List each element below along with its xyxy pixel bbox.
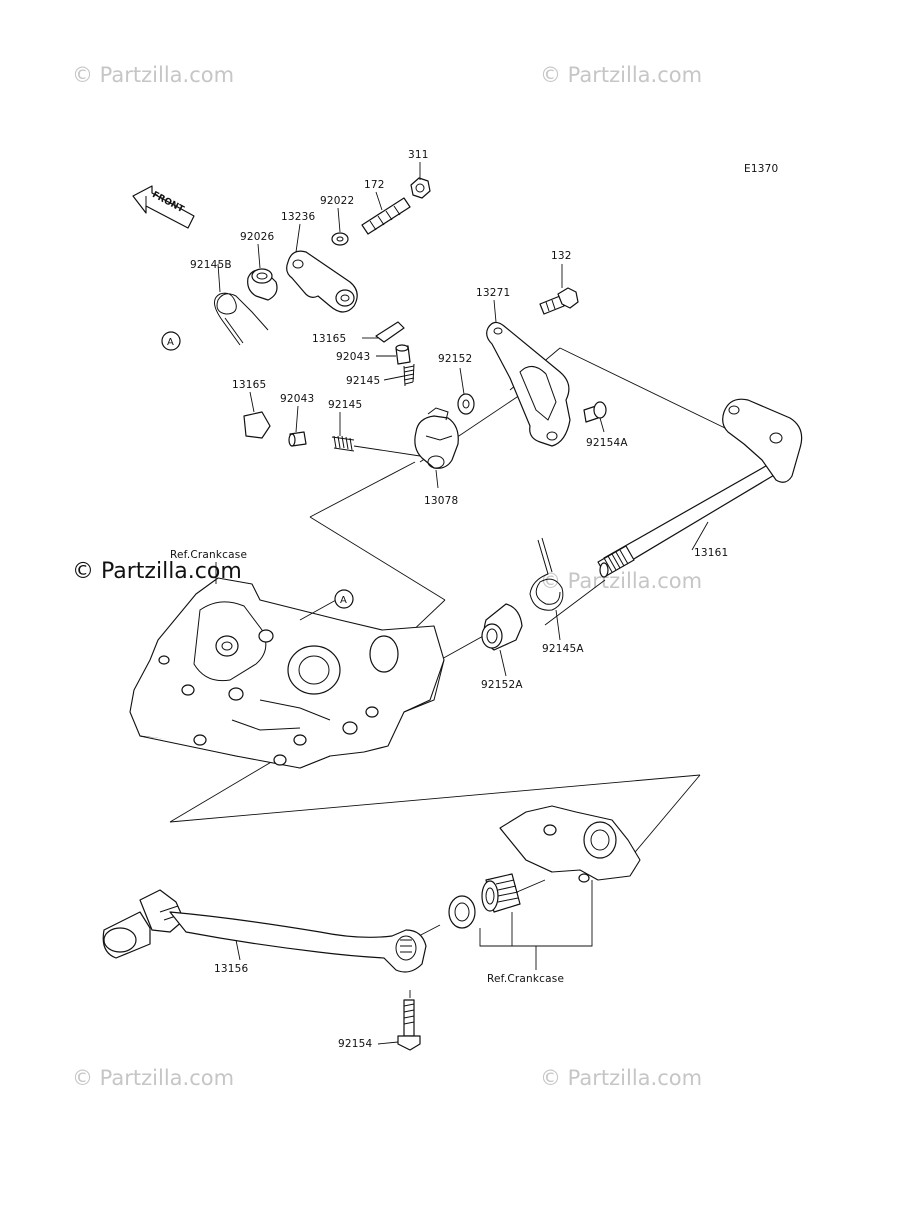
spring-92145a xyxy=(529,537,564,611)
label-13161: 13161 xyxy=(694,547,728,559)
label-leaders xyxy=(215,162,709,1045)
washer-92022 xyxy=(331,232,349,246)
part-labels: 311 172 92022 13236 92026 92145B 132 132… xyxy=(170,149,728,1050)
diagram-id: E1370 xyxy=(744,163,778,175)
label-13271: 13271 xyxy=(476,287,510,299)
front-arrow-icon: FRONT xyxy=(132,185,195,229)
bolt-132 xyxy=(539,287,579,315)
watermark-top-left: © Partzilla.com xyxy=(72,63,234,87)
label-ref-crankcase-top: Ref.Crankcase xyxy=(170,549,247,561)
label-13165-top: 13165 xyxy=(312,333,346,345)
label-13165-left: 13165 xyxy=(232,379,266,391)
callout-a-top: A xyxy=(161,331,181,351)
label-92152: 92152 xyxy=(438,353,472,365)
callout-a-case-label: A xyxy=(340,595,347,606)
label-ref-crankcase-bottom: Ref.Crankcase xyxy=(487,973,564,985)
label-92043-top: 92043 xyxy=(336,351,370,363)
pin-92043-left xyxy=(288,431,307,447)
spring-92145b xyxy=(214,292,269,346)
crankcase-main xyxy=(129,577,445,769)
collar-92026 xyxy=(247,268,278,301)
watermark-bottom-right: © Partzilla.com xyxy=(540,1066,702,1090)
label-92043-left: 92043 xyxy=(280,393,314,405)
label-172: 172 xyxy=(364,179,385,191)
stud-172 xyxy=(361,197,411,235)
oil-seal xyxy=(448,895,476,929)
pin-13165-left xyxy=(243,411,271,439)
label-311: 311 xyxy=(408,149,429,161)
watermark-top-right: © Partzilla.com xyxy=(540,63,702,87)
label-92154a: 92154A xyxy=(586,437,628,449)
ref-bracket-bottom xyxy=(479,880,593,970)
nut-311 xyxy=(410,177,431,199)
watermark-overlay: © Partzilla.com xyxy=(72,559,242,584)
watermark-bottom-left: © Partzilla.com xyxy=(72,1066,234,1090)
label-13156: 13156 xyxy=(214,963,249,975)
crankcase-partial xyxy=(499,805,641,883)
label-13236: 13236 xyxy=(281,211,316,223)
shift-pedal-13156 xyxy=(102,889,427,973)
bolt-92154 xyxy=(397,990,421,1051)
label-13078: 13078 xyxy=(424,495,458,507)
label-92022: 92022 xyxy=(320,195,354,207)
needle-bearing xyxy=(481,873,521,913)
washer-92152 xyxy=(457,393,475,415)
collar-92152a xyxy=(481,603,523,651)
pin-92043-top xyxy=(395,344,411,365)
pin-13165-top xyxy=(375,321,405,343)
label-92145-left: 92145 xyxy=(328,399,362,411)
label-92026: 92026 xyxy=(240,231,275,243)
label-92145b: 92145B xyxy=(190,259,232,271)
label-132: 132 xyxy=(551,250,572,262)
callout-a-case: A xyxy=(299,589,354,621)
label-92152a: 92152A xyxy=(481,679,523,691)
arm-13236 xyxy=(286,250,358,313)
plate-13271 xyxy=(486,321,571,447)
bolt-92154a xyxy=(583,401,607,423)
callout-a-top-label: A xyxy=(167,337,174,348)
spring-92145-left xyxy=(331,435,421,457)
label-92154: 92154 xyxy=(338,1038,373,1050)
shift-mechanism-13078 xyxy=(414,407,459,469)
label-92145a: 92145A xyxy=(542,643,584,655)
spring-92145-top xyxy=(403,363,415,387)
label-92145-top: 92145 xyxy=(346,375,380,387)
watermark-mid-right: © Partzilla.com xyxy=(540,569,702,593)
shaft-13161 xyxy=(597,398,803,578)
